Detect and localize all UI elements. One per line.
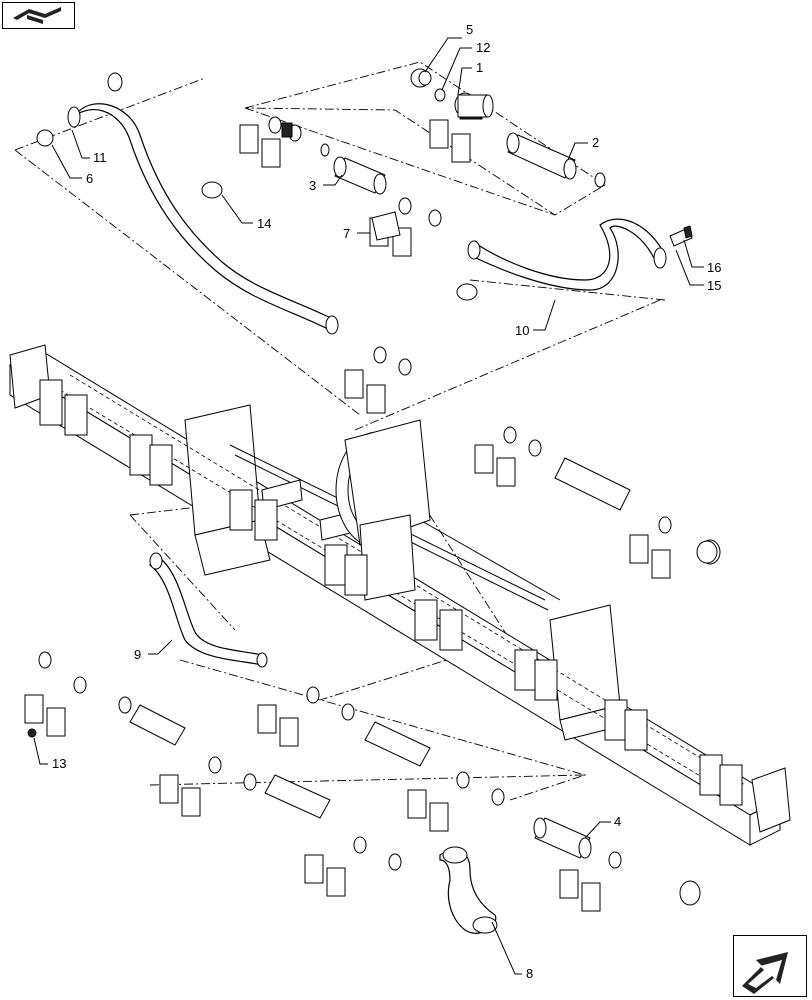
hoses <box>67 103 667 934</box>
callout-labels: 1 2 3 4 5 6 7 8 9 10 11 12 13 14 15 16 <box>52 22 721 981</box>
callout-11: 11 <box>93 150 107 165</box>
small-parts <box>27 68 718 738</box>
book-navigation-icon[interactable] <box>2 2 75 29</box>
callout-5: 5 <box>466 22 473 37</box>
callout-2: 2 <box>592 135 599 150</box>
callout-3: 3 <box>309 178 316 193</box>
callout-9: 9 <box>134 647 141 662</box>
callout-12: 12 <box>476 40 490 55</box>
callout-16: 16 <box>707 260 721 275</box>
tube-2 <box>506 132 577 180</box>
callout-15: 15 <box>707 278 721 293</box>
tube-4 <box>533 817 592 859</box>
callout-14: 14 <box>257 216 271 231</box>
tubes <box>129 132 631 859</box>
leader-lines <box>33 37 704 975</box>
callout-8: 8 <box>526 966 533 981</box>
callout-13: 13 <box>52 756 66 771</box>
connector-groups <box>24 92 721 912</box>
callout-10: 10 <box>515 323 529 338</box>
next-page-arrow-icon[interactable] <box>733 935 807 997</box>
callout-1: 1 <box>476 60 483 75</box>
callout-4: 4 <box>614 814 621 829</box>
boom-frame <box>8 344 791 846</box>
fan-assembly <box>335 419 431 601</box>
tube-3 <box>333 156 387 195</box>
callout-7: 7 <box>343 226 350 241</box>
boom-brackets <box>39 379 743 806</box>
callout-6: 6 <box>86 171 93 186</box>
